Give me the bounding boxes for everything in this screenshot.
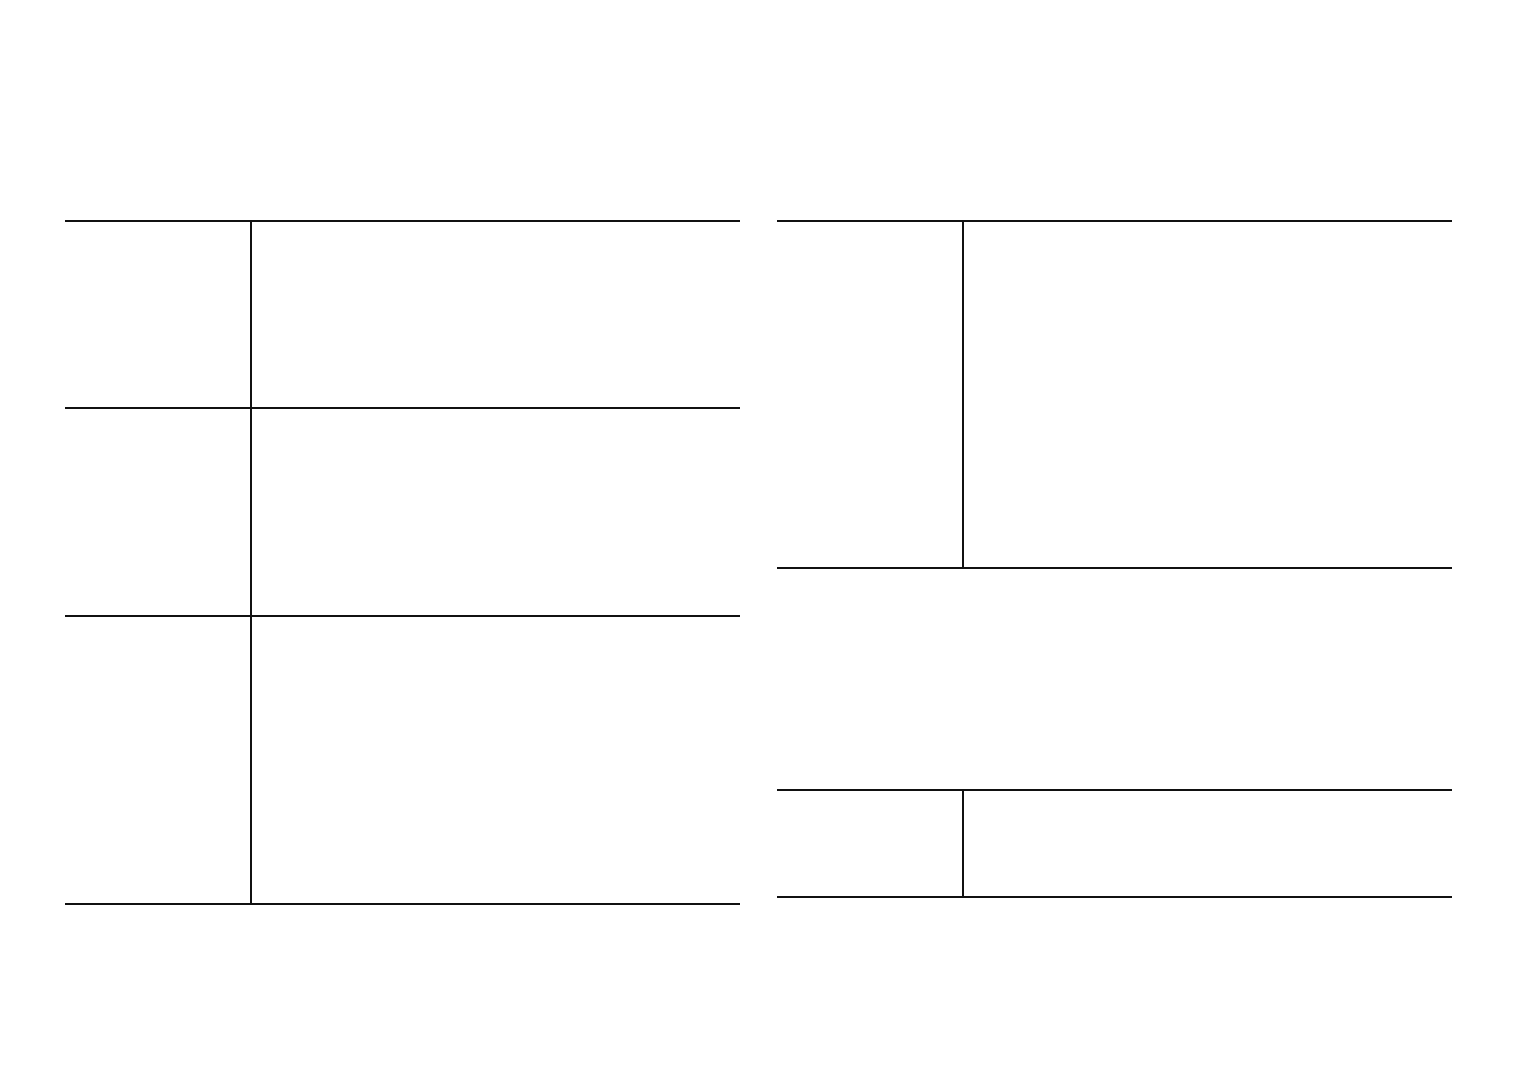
table-row-value: [964, 222, 1452, 567]
table-rule: [777, 896, 1452, 898]
table-rule: [65, 407, 740, 409]
table-rule: [65, 615, 740, 617]
table-row-value: [252, 222, 740, 407]
table-rule: [777, 220, 1452, 222]
table-row-value: [252, 617, 740, 903]
right-top-form-table: [777, 220, 1452, 570]
column-divider: [250, 220, 252, 905]
right-bottom-form-table: [777, 789, 1452, 900]
table-rule: [65, 220, 740, 222]
table-row-value: [964, 791, 1452, 896]
table-rule: [65, 903, 740, 905]
column-divider: [962, 789, 964, 898]
table-row-label: [777, 791, 962, 896]
table-row-label: [65, 409, 250, 615]
table-row-label: [777, 222, 962, 567]
table-row-label: [65, 617, 250, 903]
left-form-table: [65, 220, 740, 905]
column-divider: [962, 220, 964, 569]
table-rule: [777, 789, 1452, 791]
table-row-label: [65, 222, 250, 407]
table-rule: [777, 567, 1452, 569]
table-row-value: [252, 409, 740, 615]
